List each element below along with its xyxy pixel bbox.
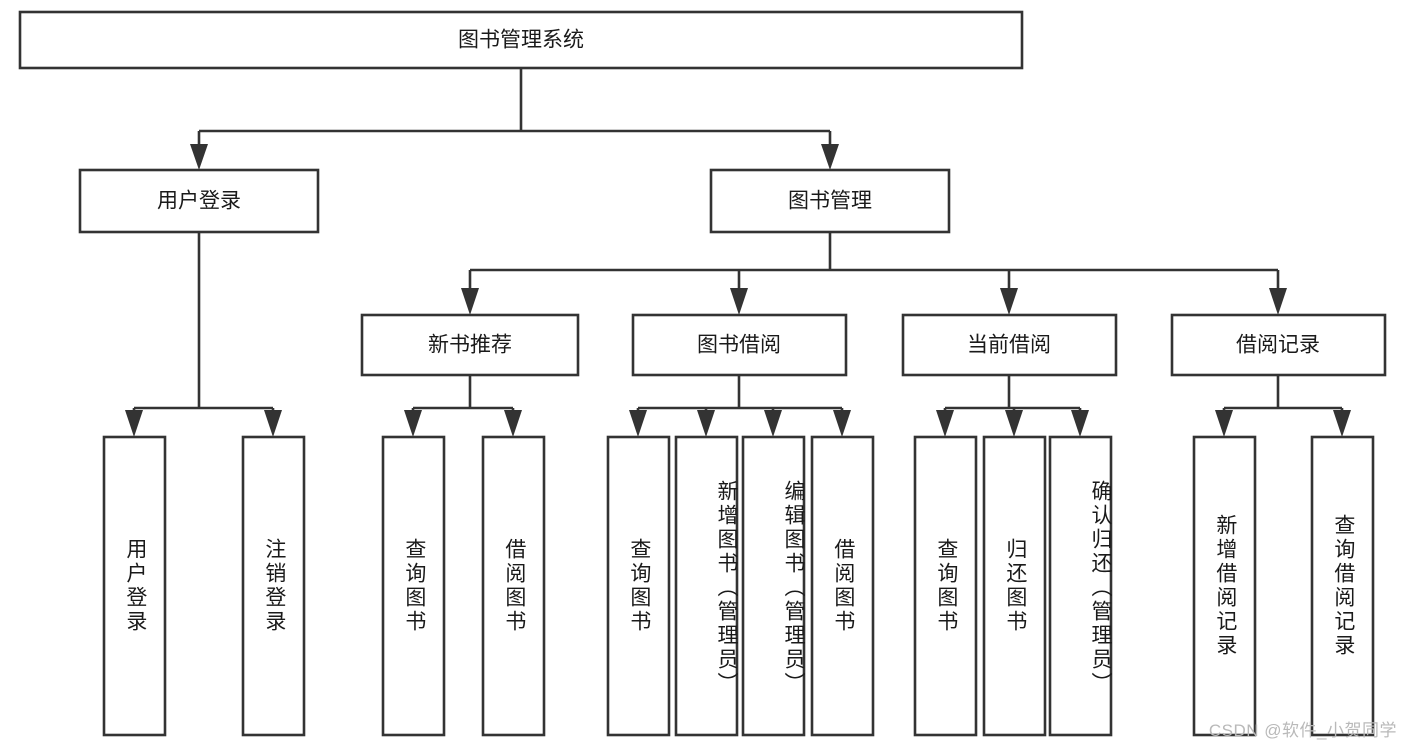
arrow-head-icon [833, 410, 851, 437]
node-leaf-query-book-2[interactable] [606, 435, 671, 737]
node-borrow-record[interactable]: 借阅记录 [1170, 313, 1387, 377]
node-new-book-recommend[interactable]: 新书推荐 [360, 313, 580, 377]
arrow-head-icon [190, 144, 208, 170]
node-root[interactable]: 图书管理系统 [18, 10, 1024, 70]
node-leaf-add-book[interactable] [674, 435, 739, 737]
arrow-head-icon [1333, 410, 1351, 437]
node-leaf-edit-book[interactable] [741, 435, 806, 737]
arrow-head-icon [461, 288, 479, 315]
node-borrow-record-label: 借阅记录 [1236, 334, 1320, 357]
node-root-label: 图书管理系统 [458, 29, 584, 52]
node-leaf-return-book[interactable] [982, 435, 1047, 737]
csdn-watermark: CSDN @软件_小贺同学 [1208, 721, 1397, 740]
node-leaf-user-login[interactable] [102, 435, 167, 737]
connector-userlogin-to-leaves [125, 232, 282, 437]
node-new-book-recommend-label: 新书推荐 [428, 334, 512, 357]
connector-currentborrow-to-leaves [936, 375, 1089, 437]
arrow-head-icon [629, 410, 647, 437]
arrow-head-icon [1071, 410, 1089, 437]
node-user-login[interactable]: 用户登录 [78, 168, 320, 234]
arrow-head-icon [404, 410, 422, 437]
arrow-head-icon [1215, 410, 1233, 437]
node-leaf-user-logout[interactable] [241, 435, 306, 737]
node-book-borrow[interactable]: 图书借阅 [631, 313, 848, 377]
node-leaf-add-record[interactable] [1192, 435, 1257, 737]
node-book-management[interactable]: 图书管理 [709, 168, 951, 234]
node-leaf-query-record[interactable] [1310, 435, 1375, 737]
connector-bookmgmt-to-level3 [461, 232, 1287, 315]
connector-bookborrow-to-leaves [629, 375, 851, 437]
node-book-borrow-label: 图书借阅 [697, 334, 781, 357]
node-leaf-borrow-book-2[interactable] [810, 435, 875, 737]
node-leaf-query-book-1[interactable] [381, 435, 446, 737]
arrow-head-icon [1269, 288, 1287, 315]
arrow-head-icon [697, 410, 715, 437]
connector-root-to-level2 [190, 68, 839, 170]
node-leaf-confirm-return[interactable] [1048, 435, 1113, 737]
node-book-management-label: 图书管理 [788, 190, 872, 213]
node-user-login-label: 用户登录 [157, 190, 241, 213]
arrow-head-icon [1005, 410, 1023, 437]
arrow-head-icon [264, 410, 282, 437]
node-leaf-query-book-3[interactable] [913, 435, 978, 737]
arrow-head-icon [936, 410, 954, 437]
connector-newbook-to-leaves [404, 375, 522, 437]
connector-borrowrecord-to-leaves [1215, 375, 1351, 437]
arrow-head-icon [1000, 288, 1018, 315]
arrow-head-icon [764, 410, 782, 437]
node-current-borrow[interactable]: 当前借阅 [901, 313, 1118, 377]
node-current-borrow-label: 当前借阅 [967, 334, 1051, 357]
arrow-head-icon [125, 410, 143, 437]
arrow-head-icon [504, 410, 522, 437]
node-leaf-borrow-book-1[interactable] [481, 435, 546, 737]
arrow-head-icon [821, 144, 839, 170]
arrow-head-icon [730, 288, 748, 315]
